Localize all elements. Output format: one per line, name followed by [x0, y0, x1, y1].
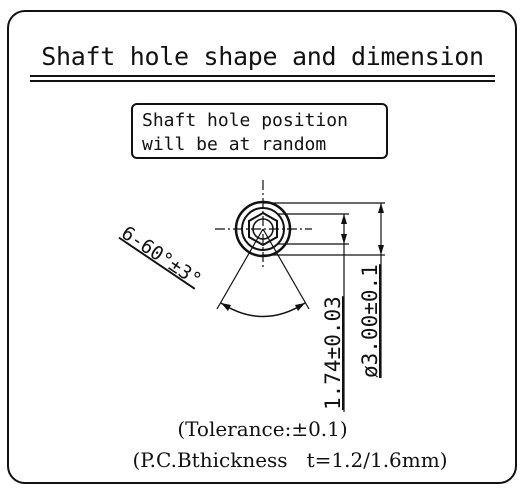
depth-arrow-bottom [341, 234, 347, 244]
tolerance-note: (Tolerance:±0.1) [177, 417, 348, 441]
outer-diameter-label: ø3.00±0.1 [358, 264, 382, 378]
middle-circle [241, 207, 285, 251]
angle-arrow-left [221, 303, 231, 311]
hole-depth-label: 1.74±0.03 [321, 296, 345, 410]
position-note-box: Shaft hole position will be at random [131, 103, 388, 159]
diameter-arrow-top [378, 203, 384, 213]
title-underline-top [30, 75, 495, 77]
inner-circle [252, 218, 274, 240]
angle-arrow-right [295, 303, 305, 311]
note-line-1: Shaft hole position [142, 110, 348, 131]
depth-arrow-top [341, 214, 347, 224]
outer-circle [234, 200, 292, 258]
drawing-frame [7, 10, 517, 484]
thickness-note: (P.C.Bthickness t=1.2/1.6mm) [132, 448, 448, 472]
drawing-title: Shaft hole shape and dimension [41, 42, 484, 71]
hexagon-socket [248, 211, 278, 247]
title-underline-bottom [30, 80, 495, 82]
angle-arc [220, 302, 306, 318]
note-line-2: will be at random [142, 134, 327, 155]
angle-line-left [216, 228, 264, 310]
diameter-arrow-bottom [378, 245, 384, 255]
angle-label: 6-60°±3° [117, 222, 205, 291]
angle-line-right [262, 228, 310, 310]
